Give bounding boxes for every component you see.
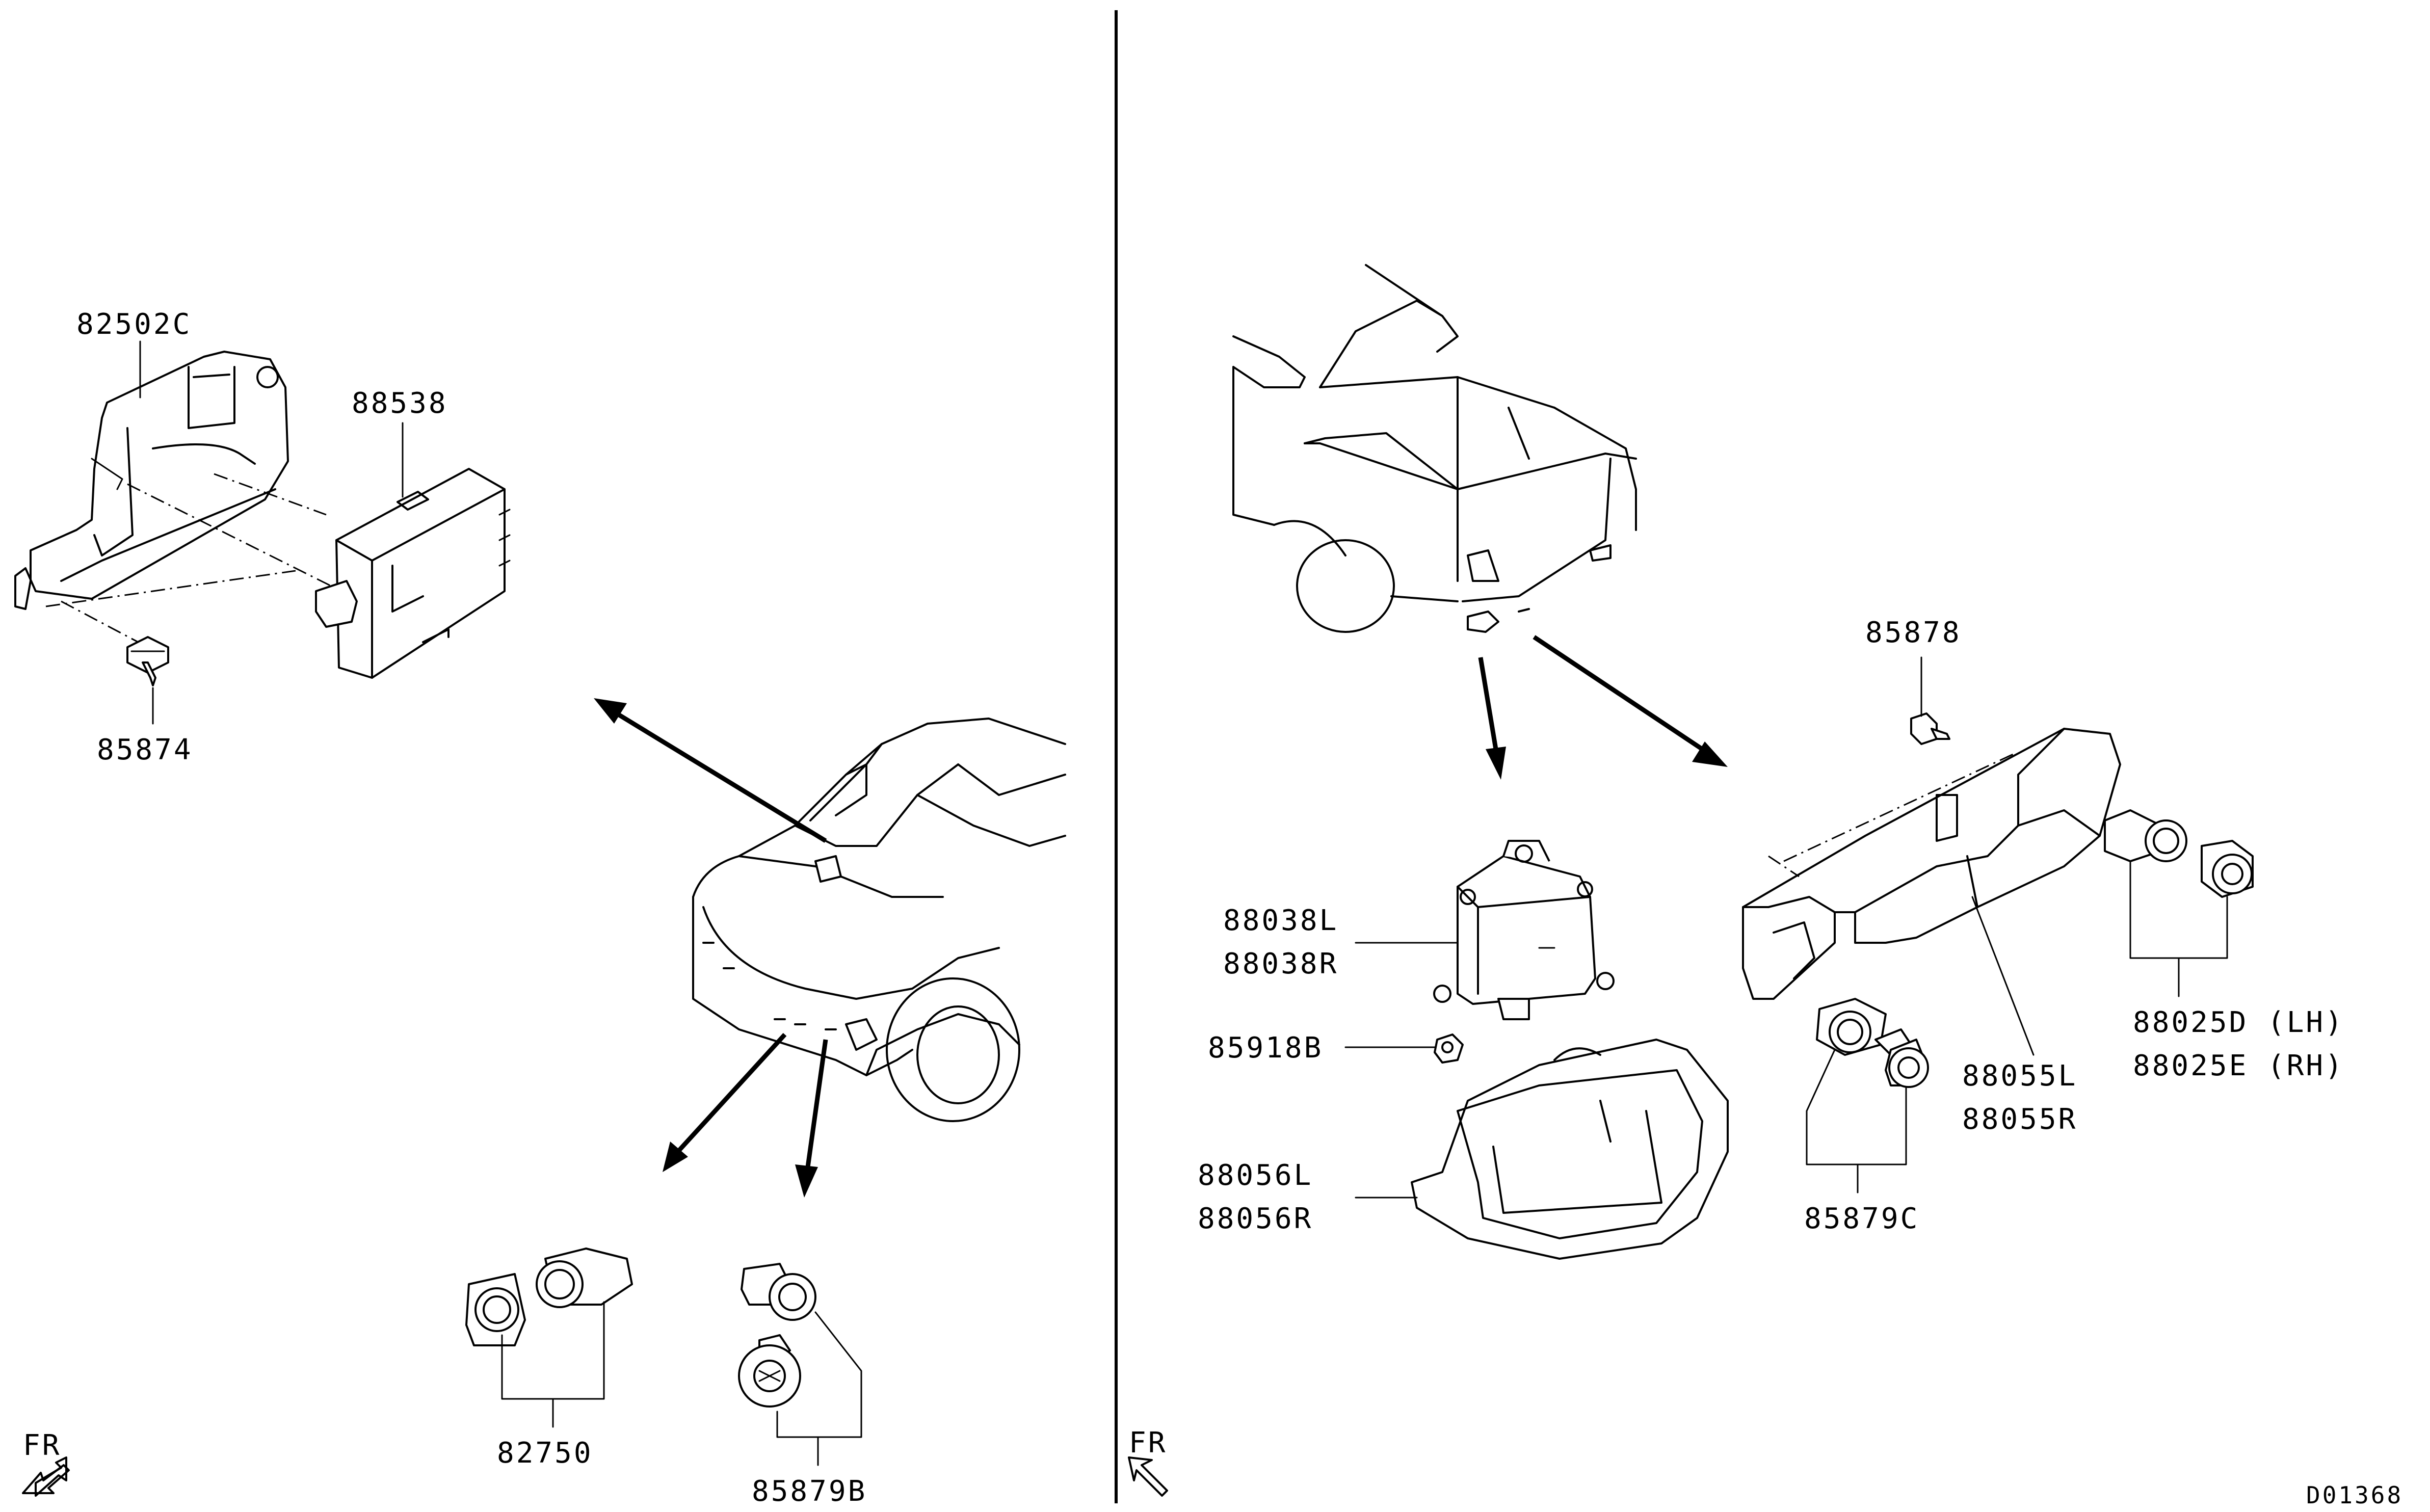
label-fr-right: FR [1129,1426,1167,1460]
label-88538: 88538 [352,387,448,420]
label-88025e: 88025E (RH) [2133,1049,2344,1082]
label-85918b: 85918B [1208,1031,1323,1065]
leader-85879c [1806,1049,1907,1193]
nut-85918b-drawing [1434,1033,1464,1064]
fr-arrow-left-icon [22,1456,70,1497]
sensor-85879b-drawing [738,1263,816,1408]
leader-88055 [1971,896,2035,1056]
leader-88025 [2129,860,2228,997]
label-82502c: 82502C [76,308,192,341]
label-85879c: 85879C [1804,1202,1919,1235]
dashline-bracket-screw-2 [1768,855,1800,878]
bracket-82502c-drawing [14,351,289,610]
label-88038r: 88038R [1223,947,1338,980]
sensor-82750-drawing [465,1248,633,1346]
arrow-to-module [594,698,827,843]
label-88025d: 88025D (LH) [2133,1006,2344,1039]
sensor-88025-drawing [2104,809,2254,898]
arrow-to-front-sensor-82750 [663,1032,787,1172]
screw-85878-drawing [1910,712,1950,745]
label-85874: 85874 [97,733,193,766]
dashline-bracket-connector [45,570,296,607]
sensor-85879c-drawing [1816,998,1929,1088]
bracket-88055-drawing [1742,728,2121,1000]
arrow-to-rear-bracket [1533,635,1728,767]
label-fr-left: FR [23,1429,61,1462]
leader-82750 [501,1301,605,1428]
rear-vehicle-drawing [1232,264,1637,633]
fr-arrow-right-icon [1128,1456,1168,1497]
label-88056r: 88056R [1198,1202,1313,1235]
bolt-85874-drawing [126,636,169,686]
cover-88056-drawing [1411,1039,1729,1260]
label-88055l: 88055L [1962,1059,2077,1093]
label-88038l: 88038L [1223,904,1338,937]
arrow-to-front-sensor-85879b [795,1039,828,1198]
drawing-code: D01368 [2306,1481,2403,1509]
radar-module-88038-drawing [1433,840,1615,1020]
dashline-bracket-module-2 [214,473,327,516]
module-88538-drawing [315,468,511,679]
arrow-to-radar-module [1478,657,1506,780]
label-85878: 85878 [1865,616,1962,649]
label-88056l: 88056L [1198,1159,1313,1192]
label-88055r: 88055R [1962,1103,2077,1136]
label-85879b: 85879B [752,1475,867,1508]
dashline-bracket-screw [1783,753,2014,862]
label-82750: 82750 [497,1437,593,1470]
front-vehicle-drawing [692,718,1066,1122]
leader-85879b [776,1311,862,1466]
dashline-bracket-module [127,483,332,587]
dashline-bracket-bolt [61,600,148,648]
